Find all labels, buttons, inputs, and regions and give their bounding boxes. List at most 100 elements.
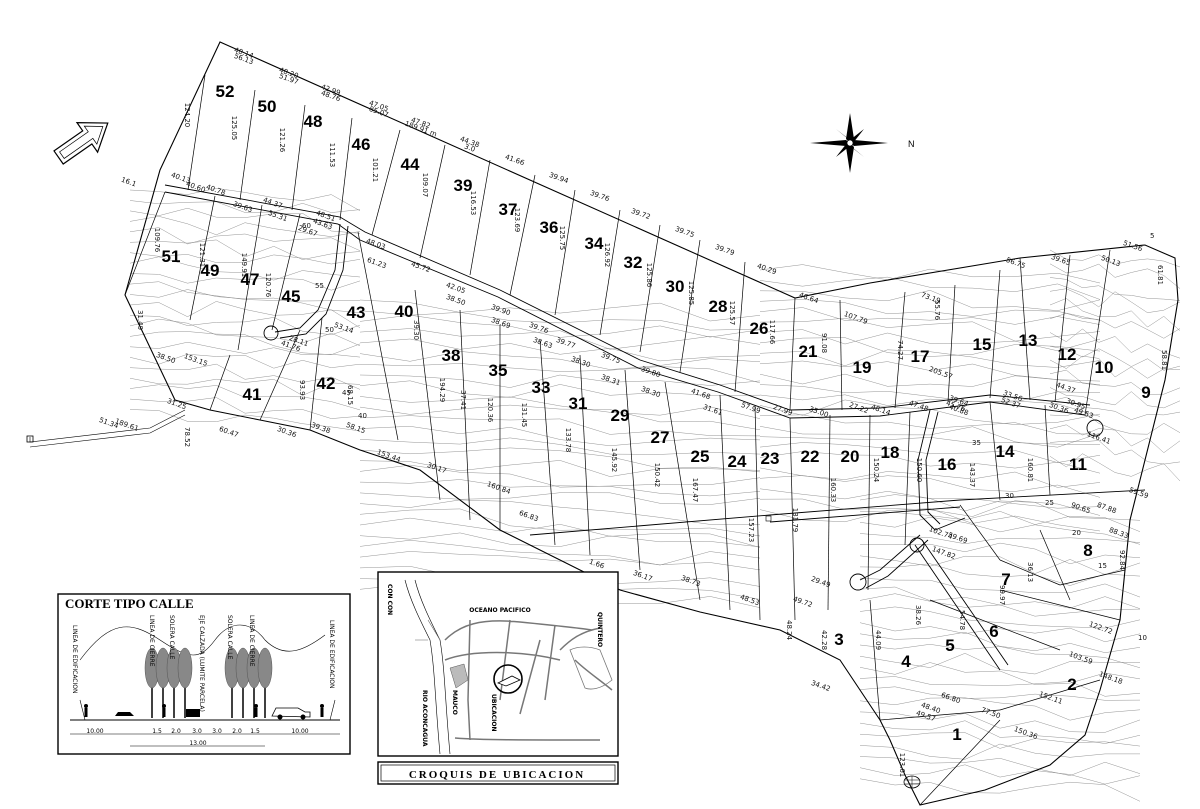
lot-line bbox=[414, 289, 441, 501]
entrance-arrow-icon bbox=[53, 122, 109, 165]
lot-line bbox=[947, 284, 956, 403]
contour-line bbox=[359, 532, 761, 548]
dimension-label: 93.93 bbox=[298, 380, 306, 400]
lot-line bbox=[1084, 249, 1111, 416]
gate-marker bbox=[26, 435, 34, 443]
contour-line bbox=[359, 363, 761, 384]
contour-height-label: 10 bbox=[1138, 634, 1147, 642]
north-arrow-icon: N bbox=[810, 113, 915, 173]
lot-line bbox=[789, 297, 796, 411]
dimension-label: 39.94 bbox=[548, 171, 570, 186]
lot-line bbox=[734, 261, 746, 393]
lot-number: 11 bbox=[1069, 455, 1087, 474]
contour-line bbox=[859, 510, 1141, 532]
tree-icon bbox=[257, 647, 273, 689]
lot-number: 20 bbox=[841, 447, 860, 466]
dimension-label: 44.37 bbox=[1055, 381, 1077, 395]
diagonal-road bbox=[859, 534, 1009, 671]
contour-line bbox=[129, 216, 361, 237]
lot-number: 36 bbox=[540, 218, 559, 237]
contour-height-label: 25 bbox=[1045, 499, 1054, 507]
section-dimension: 1.5 bbox=[152, 728, 162, 735]
lot-number: 6 bbox=[989, 622, 998, 641]
contour-line bbox=[1049, 355, 1181, 379]
stamp-icon bbox=[903, 775, 921, 789]
dimension-label: 126.92 bbox=[603, 243, 611, 268]
contour-line bbox=[359, 508, 761, 537]
cul-de-sac bbox=[263, 325, 279, 341]
lot-line bbox=[959, 504, 1001, 561]
lot-number: 48 bbox=[304, 112, 323, 131]
lot-number: 28 bbox=[709, 297, 728, 316]
dimension-label: 39.63 bbox=[232, 200, 254, 214]
contour-line bbox=[859, 644, 1141, 669]
lot-line bbox=[339, 117, 353, 221]
access-road bbox=[29, 409, 186, 448]
lot-line bbox=[1059, 569, 1126, 586]
lot-line bbox=[894, 291, 906, 409]
contour-line bbox=[759, 299, 1101, 321]
dimension-label: 31.25 bbox=[166, 397, 188, 411]
lot-line bbox=[999, 679, 1101, 711]
dimension-label: 39.76 bbox=[528, 321, 550, 336]
dimension-label: 39.65 bbox=[1050, 253, 1072, 267]
contour-line bbox=[759, 384, 1101, 403]
cul-de-sac-east bbox=[1086, 419, 1104, 437]
lot-number: 2 bbox=[1067, 675, 1076, 694]
dimension-label: 109.07 bbox=[421, 173, 429, 198]
dimension-label: 48.14 bbox=[870, 403, 892, 418]
lot-number: 1 bbox=[952, 725, 961, 744]
lot-number: 25 bbox=[691, 447, 710, 466]
lot-line bbox=[357, 231, 399, 441]
dimension-label: 116.41 bbox=[1086, 430, 1112, 446]
contour-height-label: 15 bbox=[1098, 562, 1107, 570]
lot-number: 4 bbox=[901, 652, 911, 671]
lot-line bbox=[599, 209, 621, 336]
lot-number: 19 bbox=[853, 358, 872, 377]
contour-line bbox=[129, 363, 361, 390]
contour-line bbox=[759, 373, 1101, 387]
contour-height-label: 50 bbox=[325, 326, 334, 334]
contour-line bbox=[759, 329, 1101, 352]
lot-line bbox=[579, 354, 591, 556]
lot-number: 46 bbox=[352, 135, 371, 154]
lot-line bbox=[419, 144, 446, 259]
location-title: CROQUIS DE UBICACION bbox=[409, 769, 585, 781]
dimension-label: 107.79 bbox=[843, 310, 869, 326]
contour-line bbox=[859, 686, 1141, 701]
lot-line bbox=[664, 381, 701, 601]
section-label: LINEA DE EDIFICACION bbox=[71, 625, 78, 693]
lot-line bbox=[827, 414, 831, 611]
lot-number: 44 bbox=[401, 155, 420, 174]
lot-line bbox=[539, 339, 556, 546]
contour-line bbox=[759, 337, 1101, 357]
dimension-label: 121.31 bbox=[198, 243, 206, 268]
contour-line bbox=[1049, 346, 1181, 371]
contour-line bbox=[859, 606, 1141, 629]
contour-line bbox=[129, 273, 361, 291]
lot-line bbox=[309, 317, 323, 431]
contour-line bbox=[129, 256, 361, 281]
contour-line bbox=[359, 374, 761, 388]
lot-line bbox=[237, 204, 263, 351]
contour-line bbox=[859, 743, 1140, 760]
contour-line bbox=[1049, 453, 1181, 482]
lot-number: 21 bbox=[799, 342, 818, 361]
contour-line bbox=[859, 516, 1141, 545]
lot-line bbox=[209, 354, 231, 411]
contour-line bbox=[359, 517, 761, 548]
dimension-label: 39.77 bbox=[555, 336, 577, 350]
dimension-label: 150.36 bbox=[1013, 725, 1039, 741]
contour-height-label: 30 bbox=[1005, 492, 1014, 500]
contour-line bbox=[759, 508, 1101, 532]
lot-number: 9 bbox=[1141, 383, 1150, 402]
lot-number: 52 bbox=[216, 82, 235, 101]
dimension-label: 60.47 bbox=[218, 425, 240, 439]
contour-height-label: 40 bbox=[358, 412, 367, 420]
contour-line bbox=[359, 299, 761, 322]
lot-number: 12 bbox=[1058, 345, 1077, 364]
dimension-label: 111.53 bbox=[328, 143, 336, 168]
dimension-label: 49.72 bbox=[792, 595, 814, 609]
